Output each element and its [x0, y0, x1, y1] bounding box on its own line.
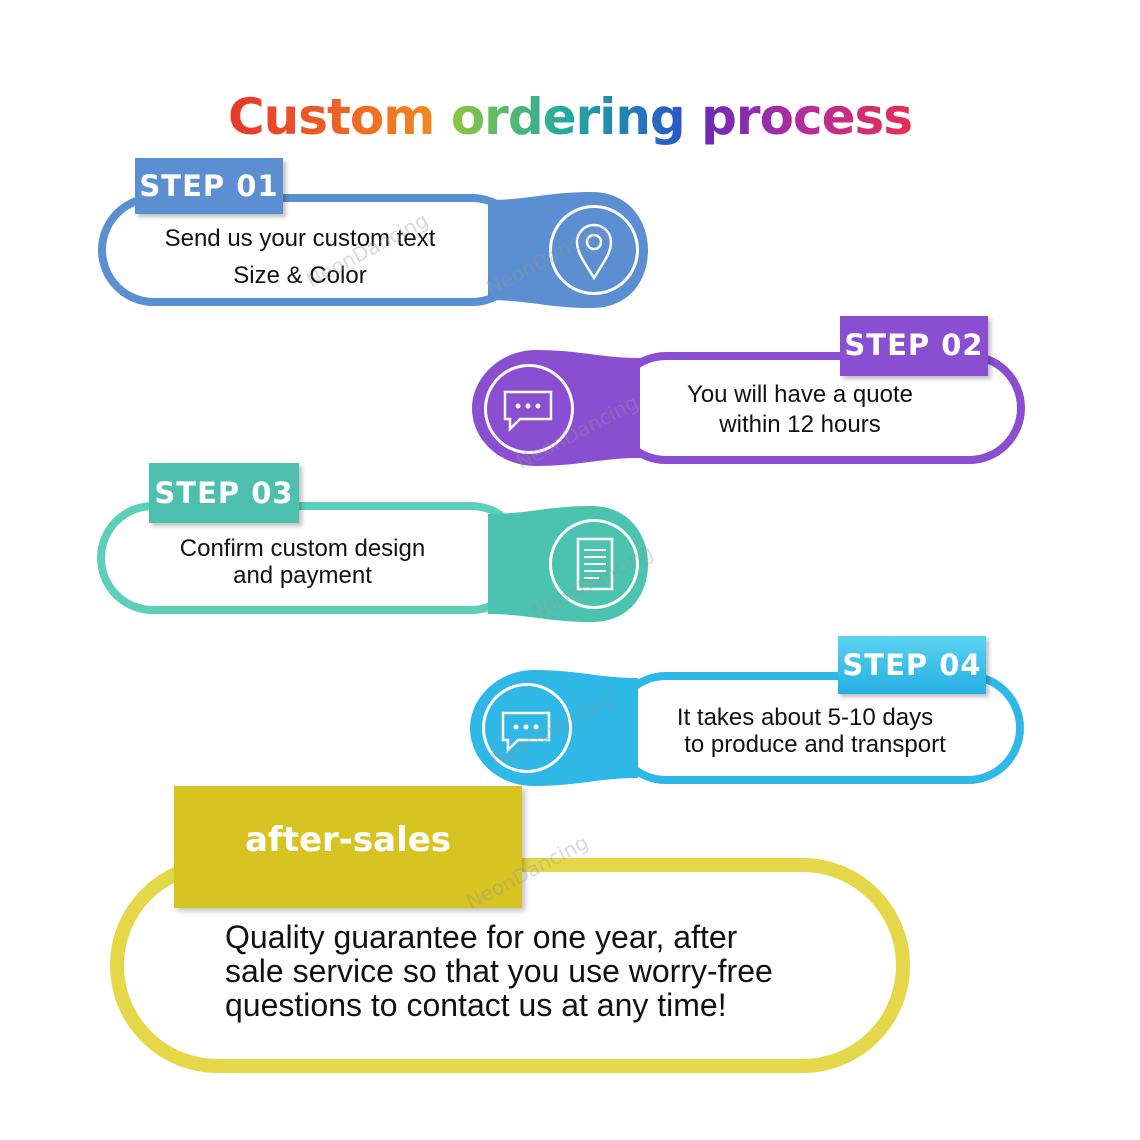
title-word-3: process — [701, 82, 913, 152]
step-02-line1: You will have a quote — [687, 381, 913, 408]
chat-bubble-icon — [503, 390, 553, 433]
step-03-tag: STEP 03 — [149, 463, 299, 523]
title-word-1: Custom — [228, 82, 435, 152]
step-02-line2: within 12 hours — [719, 411, 881, 438]
after-sales-line-1: Quality guarantee for one year, after — [225, 919, 738, 955]
title-word-2: ordering — [451, 82, 686, 152]
location-pin-icon — [575, 223, 613, 280]
after-sales-line-2: sale service so that you use worry-free — [225, 953, 773, 989]
step-01-line1: Send us your custom text — [164, 225, 436, 252]
step-01-tag: STEP 01 — [135, 158, 283, 214]
step-02-tag: STEP 02 — [840, 316, 988, 376]
step-04-line1: It takes about 5-10 days — [676, 704, 934, 731]
step-03-line2: and payment — [233, 562, 372, 589]
chat-bubble-icon — [501, 711, 551, 754]
step-04-line2: to produce and transport — [684, 731, 946, 758]
after-sales-text: Quality guarantee for one year, after sa… — [225, 920, 845, 1022]
page-title: Custom ordering process — [0, 82, 1140, 152]
step-02-knob — [484, 364, 574, 454]
after-sales-line-3: questions to contact us at any time! — [225, 987, 727, 1023]
document-icon — [576, 537, 614, 591]
step-04-tag: STEP 04 — [838, 636, 986, 694]
step-03-line1: Confirm custom design — [179, 535, 426, 562]
after-sales-tag: after-sales service — [174, 786, 522, 968]
step-01-line2: Size & Color — [233, 262, 367, 289]
step-01-knob — [549, 205, 639, 295]
